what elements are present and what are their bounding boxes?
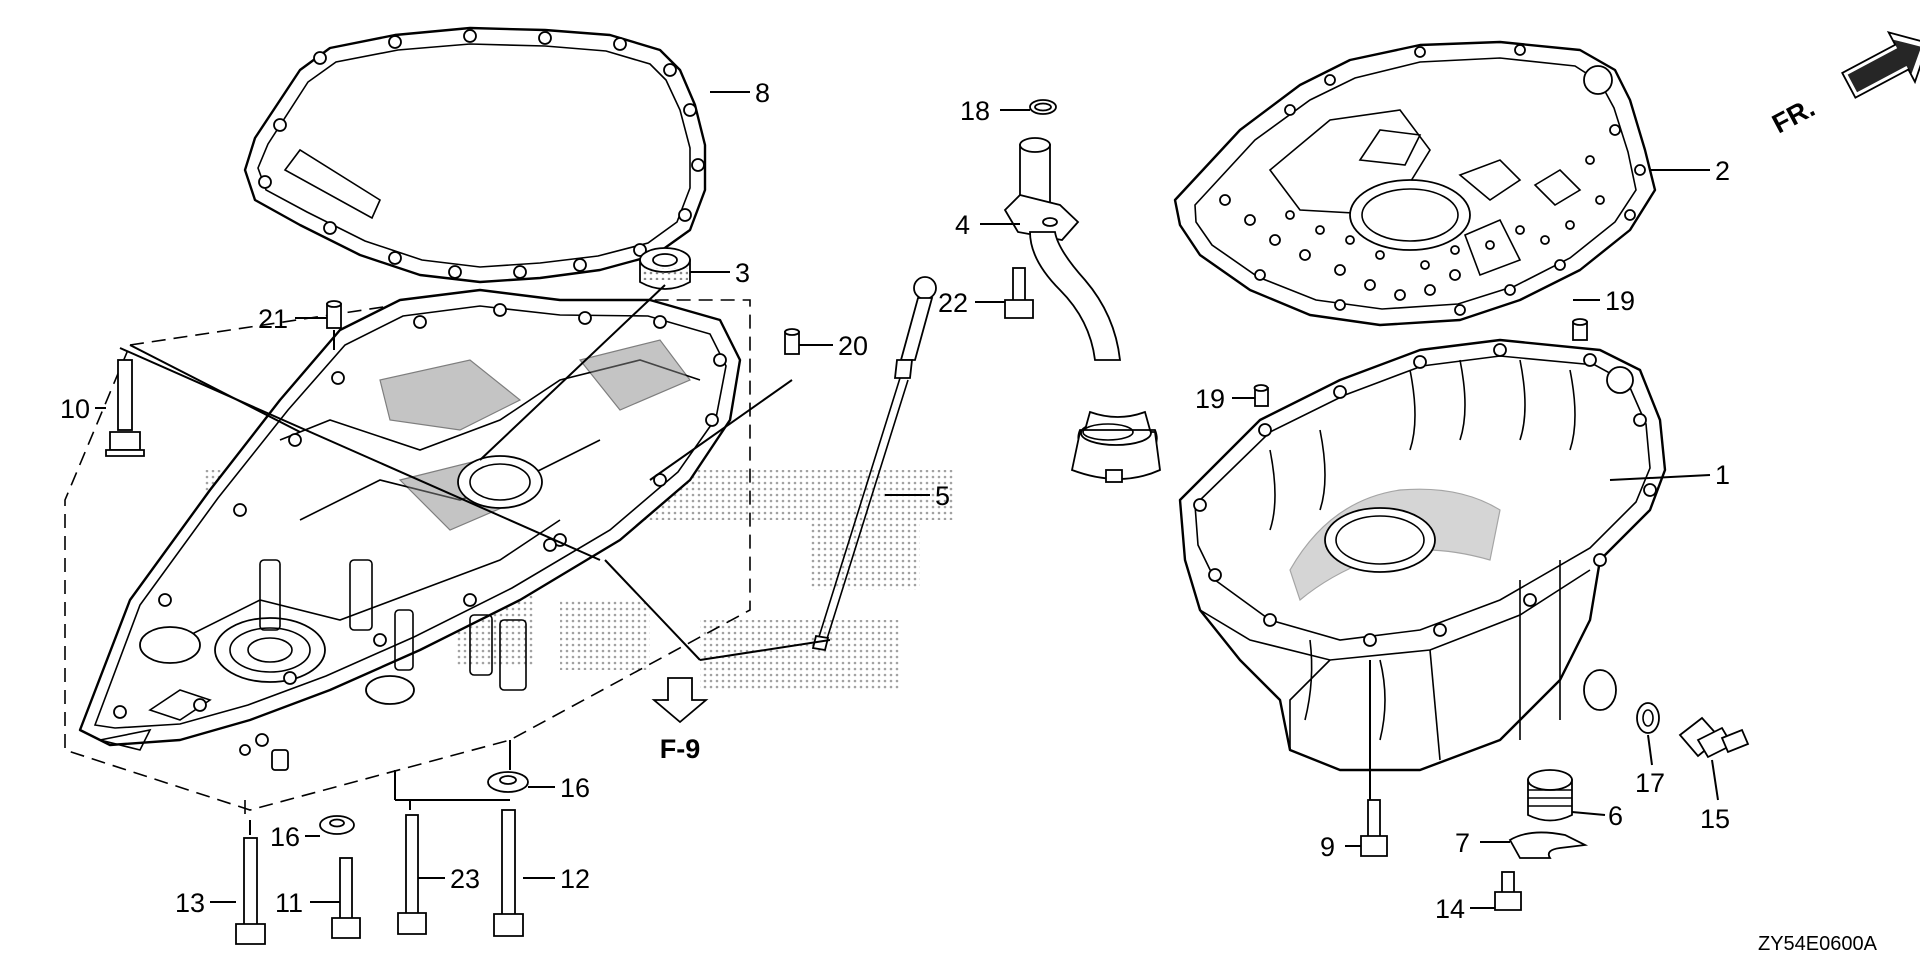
part-18-o-ring	[1029, 99, 1057, 115]
part-1-oil-pan	[1178, 338, 1667, 772]
part-4-oil-strainer	[1003, 137, 1161, 483]
lower-case-assembly	[64, 288, 751, 820]
part-13-bolt	[235, 837, 266, 945]
part-16-washer-lower	[319, 815, 355, 835]
part-12-bolt	[493, 809, 524, 937]
case-bolt-holes	[113, 303, 727, 756]
callout-3: 3	[735, 258, 750, 288]
callout-23: 23	[450, 864, 480, 894]
callout-7: 7	[1455, 828, 1470, 858]
plate-2-holes	[1219, 44, 1646, 316]
callout-21: 21	[258, 304, 288, 334]
part-17-washer	[1636, 702, 1660, 734]
callout-19-upper: 19	[1605, 286, 1635, 316]
part-16-washer-upper	[487, 771, 529, 793]
callout-1: 1	[1715, 460, 1730, 490]
pan-1-bolt-holes	[1193, 343, 1657, 647]
drawing-code: ZY54E0600A	[1758, 933, 1878, 955]
callout-9: 9	[1320, 832, 1335, 862]
part-19-dowel-upper	[1572, 318, 1588, 341]
direction-label: FR.	[1767, 92, 1819, 139]
callout-16-lower: 16	[270, 822, 300, 852]
part-21-dowel	[326, 300, 342, 329]
part-23-bolt	[397, 814, 427, 935]
callout-19-lower: 19	[1195, 384, 1225, 414]
part-3-seal	[639, 247, 691, 290]
part-6-plug	[1527, 769, 1573, 822]
part-9-bolt	[1360, 799, 1388, 857]
callout-13: 13	[175, 888, 205, 918]
part-20-dowel	[784, 328, 800, 355]
callout-6: 6	[1608, 801, 1623, 831]
callout-14: 14	[1435, 894, 1465, 924]
callout-5: 5	[935, 481, 950, 511]
part-14-bolt	[1494, 871, 1522, 911]
part-7-clip	[1508, 831, 1589, 859]
ref-arrow-f9: F-9	[651, 677, 709, 764]
callout-17: 17	[1635, 768, 1665, 798]
callout-10: 10	[60, 394, 90, 424]
pan-ribs	[1269, 359, 1576, 741]
part-22-bolt	[1004, 267, 1034, 319]
part-11-bolt	[331, 857, 361, 939]
callout-15: 15	[1700, 804, 1730, 834]
part-10-bolt	[105, 359, 145, 457]
ref-label-f9: F-9	[660, 734, 701, 764]
leader-lines	[95, 91, 1719, 909]
part-2-plate	[1173, 40, 1657, 327]
callout-2: 2	[1715, 156, 1730, 186]
callout-18: 18	[960, 96, 990, 126]
case-posts	[259, 559, 527, 691]
part-19-dowel-lower	[1253, 384, 1269, 407]
callout-22: 22	[938, 288, 968, 318]
callout-labels: 1 2 3 4 5 6 7 8 9 10 11 12 13 14 15 16 1…	[60, 78, 1730, 924]
callout-16-upper: 16	[560, 773, 590, 803]
part-8-gasket	[243, 26, 707, 284]
callout-8: 8	[755, 78, 770, 108]
part-15-drain-bolt	[1678, 716, 1750, 759]
callout-4: 4	[955, 210, 970, 240]
direction-arrow: FR.	[1767, 31, 1920, 139]
callout-20: 20	[838, 331, 868, 361]
callout-12: 12	[560, 864, 590, 894]
gasket-8-bolt-holes	[258, 29, 705, 279]
part-5-dipstick	[811, 276, 937, 652]
callout-11: 11	[275, 888, 303, 918]
